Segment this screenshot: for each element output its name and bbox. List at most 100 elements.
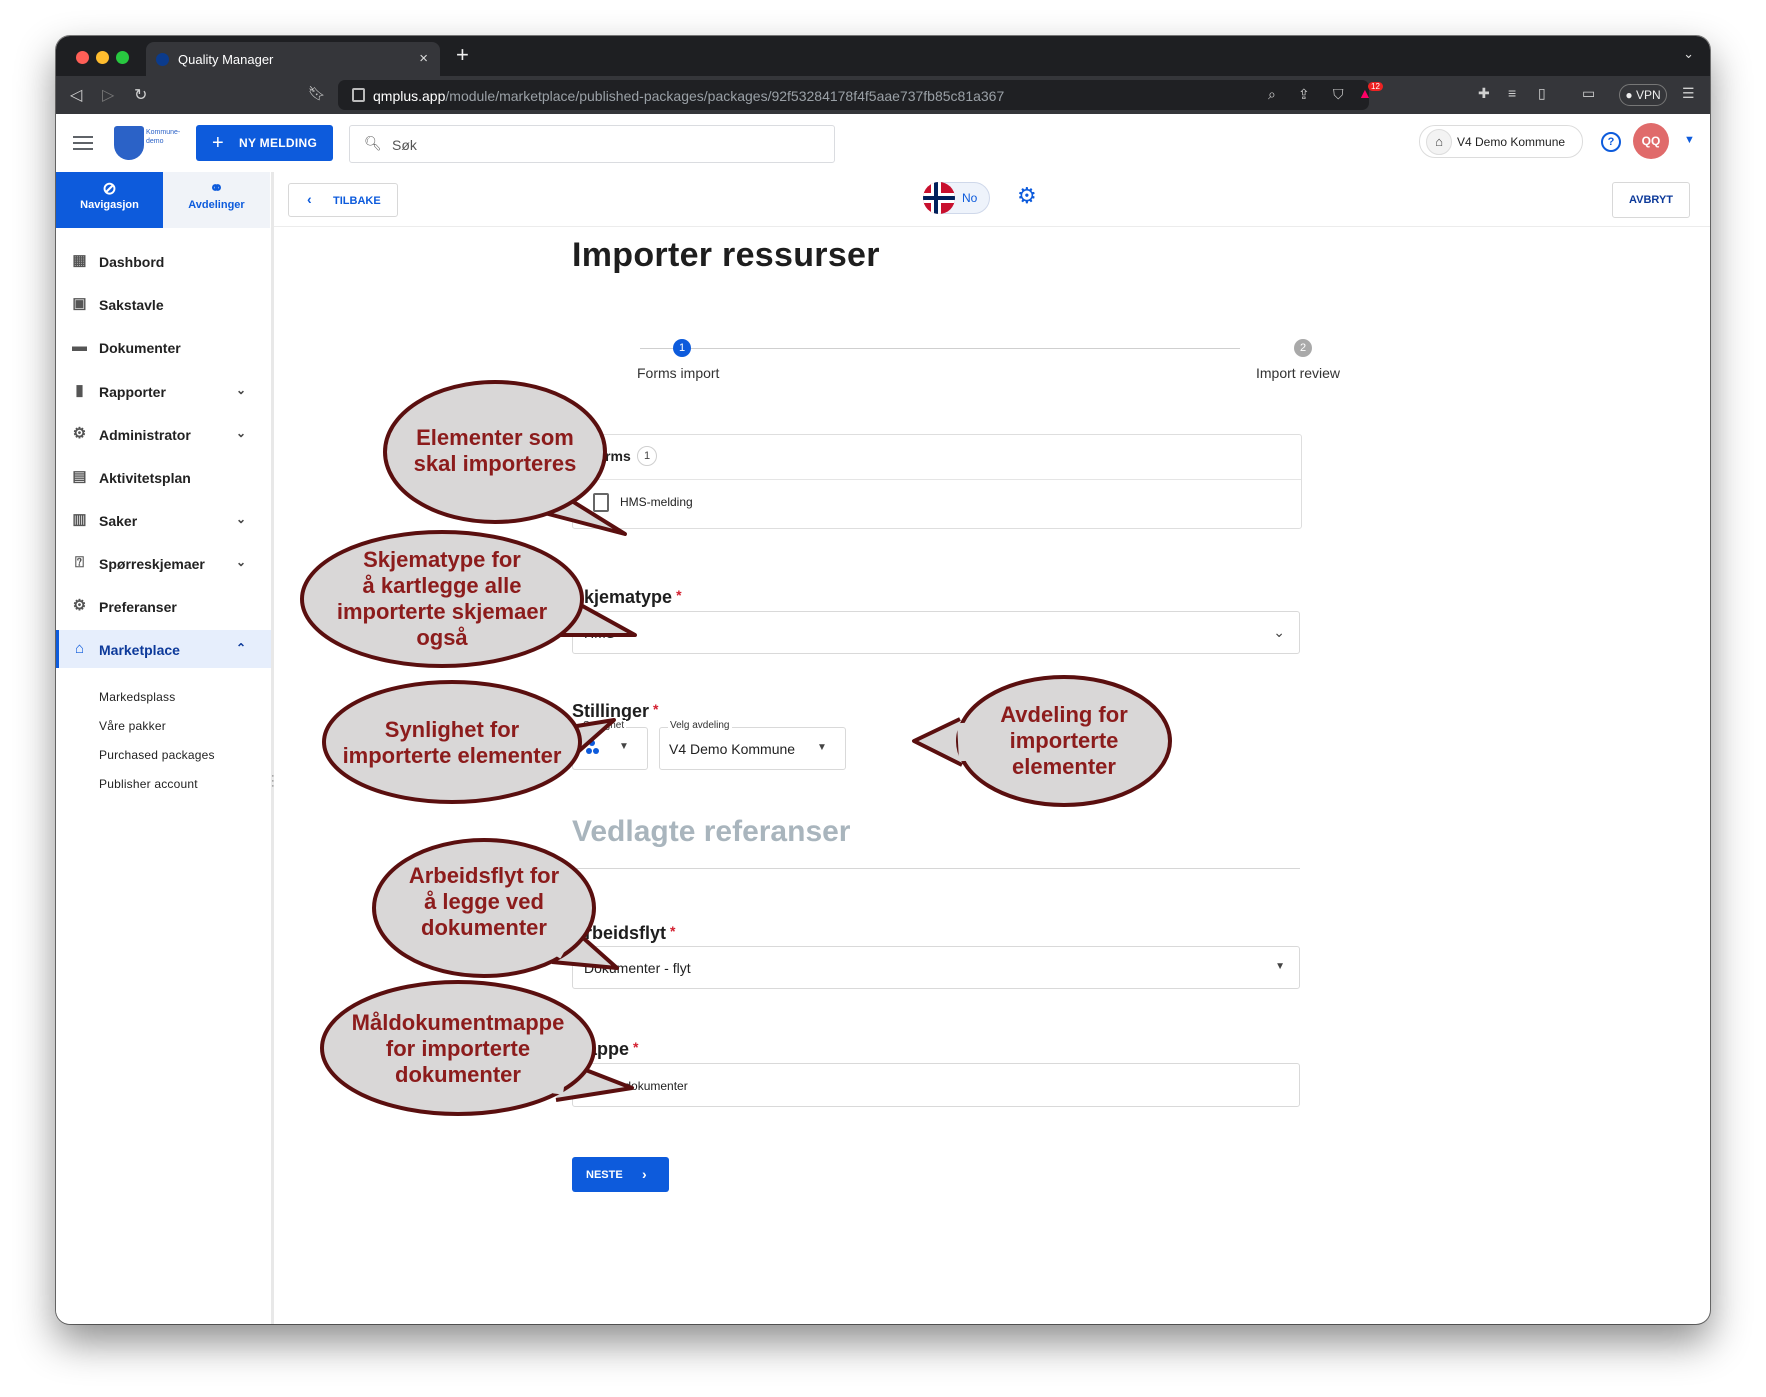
- workflow-select[interactable]: Dokumenter - flyt ▼: [572, 946, 1300, 989]
- browser-menu-icon[interactable]: ☰: [1682, 85, 1695, 101]
- norway-flag-icon: [923, 182, 955, 214]
- dashboard-icon: ▦: [72, 252, 87, 269]
- close-tab-icon[interactable]: ×: [419, 50, 428, 67]
- sidebar-item-aktivitetsplan[interactable]: ▤ Aktivitetsplan: [72, 468, 191, 487]
- zoom-icon[interactable]: ⌕: [1268, 86, 1276, 102]
- search-placeholder: Søk: [392, 137, 417, 153]
- sidebar-subitem-publisher-account[interactable]: Publisher account: [99, 777, 198, 791]
- sidebar-item-sporreskjemaer[interactable]: ⍰ Spørreskjemaer ⌄: [56, 544, 271, 582]
- store-icon: ⌂: [74, 640, 85, 657]
- sidebar-item-rapporter[interactable]: ▮ Rapporter ⌄: [56, 372, 271, 410]
- stepper-line: [640, 348, 1240, 349]
- questionnaire-icon: ⍰: [74, 554, 84, 571]
- sidebar-item-dashbord[interactable]: ▦ Dashbord: [72, 252, 165, 271]
- org-chart-icon: ⚭: [209, 179, 224, 198]
- home-icon: ⌂: [1426, 129, 1452, 155]
- app-header: Kommune-demo + NY MELDING 🔍︎ Søk ⌂ V4 De…: [56, 114, 1710, 173]
- search-input[interactable]: 🔍︎ Søk: [349, 125, 835, 163]
- sidebar-item-sakstavle[interactable]: ▣ Sakstavle: [72, 295, 164, 314]
- logo-text: Kommune-demo: [146, 129, 181, 145]
- back-nav-icon[interactable]: ◁: [70, 87, 83, 104]
- cancel-button[interactable]: AVBRYT: [1612, 182, 1690, 218]
- chevron-down-icon: ⌄: [236, 555, 247, 569]
- step-2-indicator: 2: [1294, 339, 1312, 357]
- folder-icon: ▬: [72, 338, 87, 355]
- gears-icon: ⚙: [72, 425, 87, 442]
- tab-avdelinger[interactable]: ⚭ Avdelinger: [163, 172, 270, 228]
- hamburger-menu-icon[interactable]: [73, 136, 93, 154]
- vpn-button[interactable]: ● VPN: [1619, 84, 1667, 106]
- language-selector[interactable]: No: [923, 182, 990, 214]
- organization-selector[interactable]: ⌂ V4 Demo Kommune: [1419, 125, 1583, 158]
- forward-nav-icon[interactable]: ▷: [102, 87, 115, 104]
- reload-icon[interactable]: ↻: [134, 87, 148, 104]
- wallet-icon[interactable]: ▭: [1582, 85, 1596, 101]
- maximize-window-button[interactable]: [116, 51, 129, 64]
- page-title: Importer ressurser: [572, 236, 880, 274]
- browser-nav-bar: ◁ ▷ ↻ 🔖︎ qmplus.app/module/marketplace/p…: [56, 76, 1710, 114]
- bar-chart-icon: ▮: [75, 382, 84, 399]
- schema-type-label: Skjematype*: [572, 587, 682, 607]
- sidebar-item-administrator[interactable]: ⚙ Administrator ⌄: [72, 425, 247, 444]
- bookmark-icon[interactable]: 🔖︎: [308, 85, 326, 101]
- close-window-button[interactable]: [76, 51, 89, 64]
- board-icon: ▣: [72, 295, 87, 312]
- sidebar-subitem-markedsplass[interactable]: Markedsplass: [99, 690, 176, 704]
- extensions-icon[interactable]: ✚: [1478, 85, 1490, 101]
- plus-icon: +: [212, 132, 224, 154]
- gear-icon: ⚙: [72, 597, 87, 614]
- list-item: HMS-melding: [620, 495, 693, 509]
- sidebar-resize-handle[interactable]: ···: [271, 770, 275, 792]
- calendar-icon: ▤: [72, 468, 87, 485]
- caret-down-icon: ▼: [619, 741, 629, 752]
- minimize-window-button[interactable]: [96, 51, 109, 64]
- chevron-down-icon: ⌄: [1273, 624, 1285, 640]
- sidebar-item-preferanser[interactable]: ⚙ Preferanser: [72, 597, 177, 616]
- forms-count-badge: 1: [637, 446, 657, 466]
- playlist-icon[interactable]: ≡: [1508, 85, 1517, 101]
- settings-gear-icon[interactable]: ⚙: [1017, 183, 1037, 208]
- tab-list-chevron-icon[interactable]: ⌄: [1683, 46, 1694, 61]
- step-1-indicator: 1: [673, 339, 691, 357]
- sidebar-subitem-purchased-packages[interactable]: Purchased packages: [99, 748, 215, 762]
- compass-icon: ⊘: [102, 179, 117, 198]
- chevron-down-icon: ⌄: [236, 426, 247, 440]
- kommune-logo-icon[interactable]: [114, 126, 144, 160]
- address-url: qmplus.app/module/marketplace/published-…: [373, 88, 1005, 104]
- clipboard-icon: [593, 493, 609, 512]
- address-bar[interactable]: qmplus.app/module/marketplace/published-…: [338, 80, 1383, 110]
- new-message-button[interactable]: + NY MELDING: [196, 125, 333, 161]
- cases-icon: ▥: [72, 511, 87, 528]
- lock-icon: [352, 88, 365, 102]
- favicon-icon: [156, 53, 169, 66]
- schema-type-select[interactable]: HMS ⌄: [572, 611, 1300, 654]
- browser-tab-bar: Quality Manager × + ⌄: [56, 36, 1710, 76]
- new-tab-button[interactable]: +: [456, 42, 469, 67]
- forms-list-header: Forms 1: [573, 435, 1301, 480]
- next-button[interactable]: NESTE ›: [572, 1157, 669, 1192]
- tab-navigasjon[interactable]: ⊘ Navigasjon: [56, 172, 163, 228]
- share-icon[interactable]: ⇪: [1298, 86, 1310, 102]
- brave-shield-icon[interactable]: ⛉: [1333, 86, 1344, 102]
- sidebar-item-marketplace[interactable]: ⌂ Marketplace ⌃: [56, 630, 271, 668]
- avatar[interactable]: QQ: [1633, 123, 1669, 159]
- page-toolbar: ‹ TILBAKE No ⚙ AVBRYT: [274, 172, 1710, 227]
- chevron-left-icon: ‹: [307, 191, 312, 207]
- workflow-label: Arbeidsflyt*: [572, 923, 676, 943]
- avatar-dropdown-icon[interactable]: ▼: [1684, 134, 1695, 146]
- sidebar-item-dokumenter[interactable]: ▬ Dokumenter: [72, 338, 181, 357]
- department-select[interactable]: Velg avdeling V4 Demo Kommune ▼: [659, 720, 846, 770]
- back-button[interactable]: ‹ TILBAKE: [288, 183, 398, 217]
- sidebar-item-saker[interactable]: ▥ Saker ⌄: [72, 511, 247, 530]
- caret-down-icon: ▼: [817, 742, 827, 753]
- chevron-down-icon: ⌄: [236, 383, 247, 397]
- sidebar-subitem-vare-pakker[interactable]: Våre pakker: [99, 719, 166, 733]
- section-divider: [572, 868, 1300, 869]
- sidebar-toggle-icon[interactable]: ▯: [1538, 85, 1546, 101]
- help-icon[interactable]: ?: [1601, 132, 1621, 152]
- sidebar: ⊘ Navigasjon ⚭ Avdelinger ▦ Dashbord ▣ S…: [56, 172, 274, 1324]
- browser-tab-title: Quality Manager: [178, 52, 274, 67]
- chevron-up-icon: ⌃: [236, 641, 247, 655]
- folder-input[interactable]: Felles dokumenter: [572, 1063, 1300, 1107]
- browser-tab[interactable]: Quality Manager ×: [146, 42, 440, 76]
